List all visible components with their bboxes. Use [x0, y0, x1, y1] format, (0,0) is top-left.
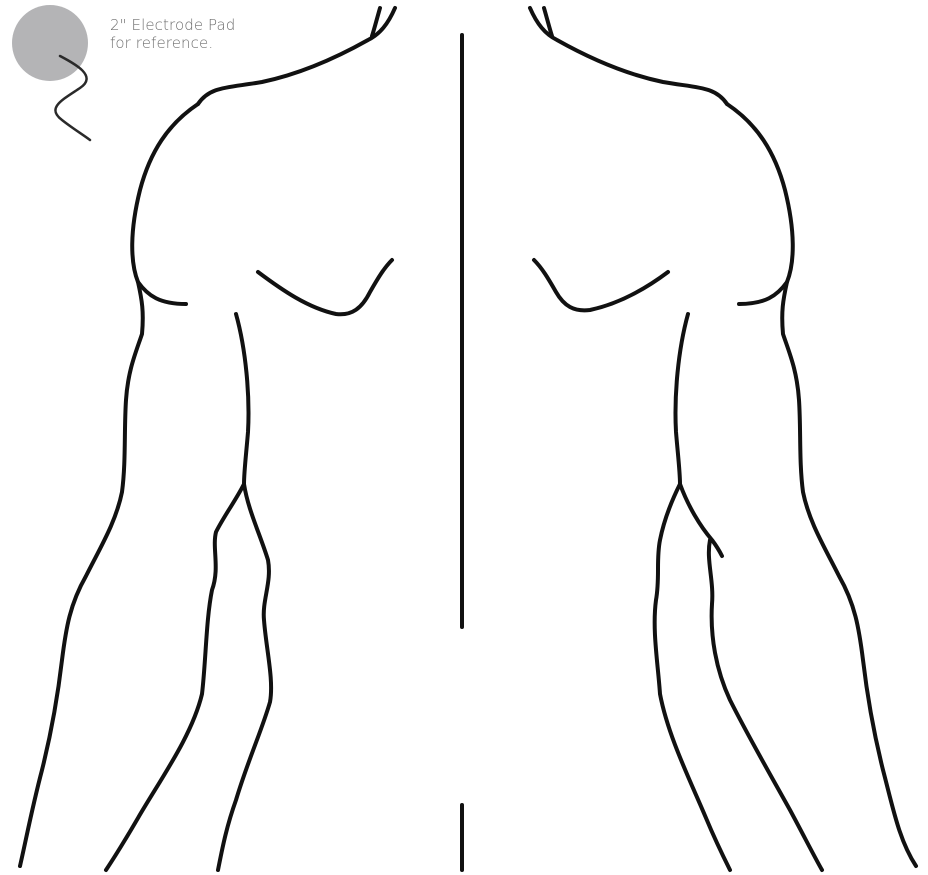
left-armpit-line [138, 282, 186, 304]
right-armpit-line [739, 282, 787, 304]
left-shoulder-arm-outer [20, 104, 198, 866]
pad-label-line-2: for reference. [110, 34, 235, 52]
right-chest-line [534, 260, 668, 310]
right-forearm-inner [709, 540, 822, 870]
right-arm-inner [655, 314, 730, 870]
left-forearm-inner [218, 484, 271, 870]
right-forearm-line [680, 484, 722, 556]
right-body-outline [530, 8, 916, 870]
electrode-pad-icon [12, 5, 90, 140]
electrode-pad-reference-label: 2" Electrode Pad for reference. [110, 16, 235, 52]
right-neck-shoulder [530, 8, 727, 104]
left-body-outline [20, 8, 395, 870]
electrode-pad [12, 5, 88, 81]
pad-label-line-1: 2" Electrode Pad [110, 16, 235, 34]
left-chest-line [258, 260, 392, 314]
